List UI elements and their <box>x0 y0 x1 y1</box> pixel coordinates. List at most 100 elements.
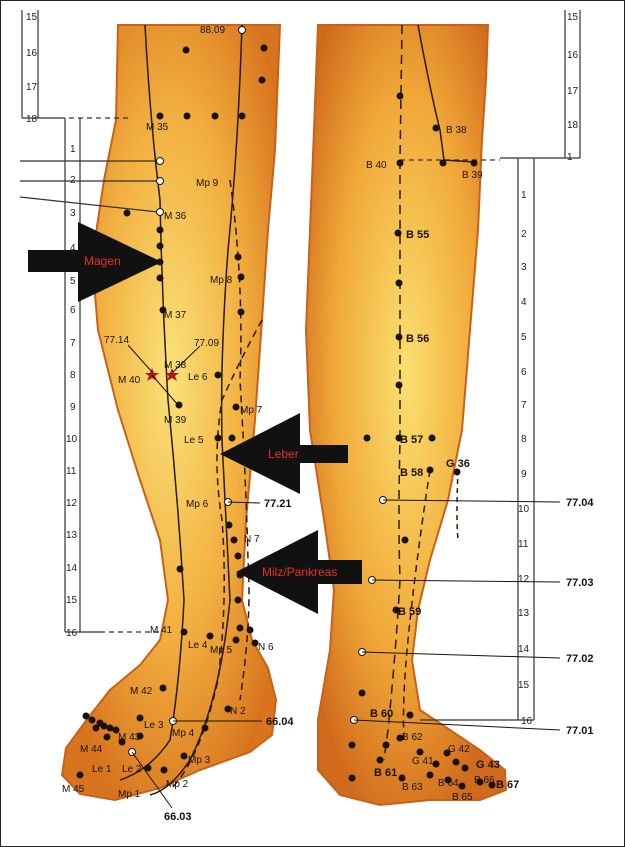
point-label: B 67 <box>496 779 519 791</box>
tick: 18 <box>26 114 38 125</box>
point-label: B 58 <box>400 467 423 479</box>
tick: 15 <box>518 680 530 691</box>
point-label: M 43 <box>118 732 141 743</box>
tick: 17 <box>567 86 579 97</box>
point-label: 77.03 <box>566 577 594 589</box>
tick: 16 <box>26 48 38 59</box>
tick: 1 <box>521 190 527 201</box>
point-label: B 56 <box>406 333 429 345</box>
point-label: M 38 <box>164 360 187 371</box>
point-label: G 36 <box>446 458 470 470</box>
point-label: B 40 <box>366 160 387 171</box>
point-label: 77.14 <box>104 335 129 346</box>
point-label: B 66 <box>474 775 495 786</box>
point-label: B 60 <box>370 708 393 720</box>
tick: 7 <box>70 338 76 349</box>
tick: 9 <box>70 402 76 413</box>
point-label: B 63 <box>402 782 423 793</box>
tick: 13 <box>66 530 78 541</box>
point-label: M 37 <box>164 310 187 321</box>
scale-numbers-left: 15 16 17 18 1 2 3 4 5 6 7 8 9 10 11 12 1… <box>26 12 78 639</box>
point-label: B 59 <box>398 606 421 618</box>
point-label: Mp 6 <box>186 499 209 510</box>
point-label: N 7 <box>244 534 260 545</box>
tick: 1 <box>567 152 573 163</box>
tick: 6 <box>521 367 527 378</box>
tick: 3 <box>521 262 527 273</box>
tick: 12 <box>66 498 78 509</box>
arrow-magen-label: Magen <box>84 254 121 268</box>
tick: 11 <box>66 466 77 477</box>
point-label: B 61 <box>374 767 397 779</box>
tick: 15 <box>567 12 579 23</box>
point-label: M 41 <box>150 625 173 636</box>
point-label: N 2 <box>230 706 246 717</box>
point-label: Le 3 <box>144 720 164 731</box>
point-label: N 6 <box>258 642 274 653</box>
point-label: Le 1 <box>92 764 112 775</box>
scale-numbers-right: 15 16 17 18 1 1 2 3 4 5 6 7 8 9 10 11 12… <box>518 12 579 727</box>
point-label: Mp 9 <box>196 178 219 189</box>
point-label: M 42 <box>130 686 153 697</box>
point-label: Le 4 <box>188 640 208 651</box>
tick: 8 <box>521 434 527 445</box>
tick: 12 <box>518 574 530 585</box>
tick: 17 <box>26 82 38 93</box>
point-label: M 45 <box>62 784 85 795</box>
point-label: 66.03 <box>164 811 192 823</box>
tick: 10 <box>66 434 78 445</box>
point-label: 77.02 <box>566 653 594 665</box>
point-label: 66.04 <box>266 716 294 728</box>
point-label: B 65 <box>452 792 473 803</box>
point-label: Mp 2 <box>166 779 189 790</box>
tick: 16 <box>66 628 78 639</box>
tick: 18 <box>567 120 579 131</box>
point-label: B 64 <box>438 778 459 789</box>
point-label: 77.09 <box>194 338 219 349</box>
point-label: 77.21 <box>264 498 292 510</box>
tick: 11 <box>518 539 529 550</box>
point-label: G 42 <box>448 744 470 755</box>
point-label: Mp 8 <box>210 275 233 286</box>
point-label: M 35 <box>146 122 169 133</box>
point-label: 77.04 <box>566 497 594 509</box>
point-label: Mp 4 <box>172 728 195 739</box>
point-label: G 41 <box>412 756 434 767</box>
point-label: Mp 7 <box>240 405 263 416</box>
tick: 8 <box>70 370 76 381</box>
point-label: Mp 5 <box>210 645 233 656</box>
arrow-leber-label: Leber <box>268 447 299 461</box>
point-label: B 39 <box>462 170 483 181</box>
point-label: 77.01 <box>566 725 594 737</box>
point-label: Le 2 <box>122 764 142 775</box>
tick: 16 <box>567 50 579 61</box>
point-label: 88.09 <box>200 25 225 36</box>
point-label: B 55 <box>406 229 429 241</box>
tick: 2 <box>521 229 527 240</box>
tick: 2 <box>70 175 76 186</box>
point-label: M 39 <box>164 415 187 426</box>
tick: 9 <box>521 469 527 480</box>
tick: 14 <box>518 644 530 655</box>
point-label: Mp 1 <box>118 789 141 800</box>
tick: 3 <box>70 208 76 219</box>
tick: 15 <box>66 595 78 606</box>
tick: 5 <box>521 332 527 343</box>
tick: 6 <box>70 305 76 316</box>
point-label: B 38 <box>446 125 467 136</box>
point-label: M 36 <box>164 211 187 222</box>
tick: 1 <box>70 144 76 155</box>
point-label: M 40 <box>118 375 141 386</box>
tick: 10 <box>518 504 530 515</box>
point-label: B 62 <box>402 732 423 743</box>
tick: 16 <box>521 716 533 727</box>
point-label: M 44 <box>80 744 103 755</box>
tick: 4 <box>521 297 527 308</box>
tick: 14 <box>66 563 78 574</box>
tick: 15 <box>26 12 38 23</box>
point-label: G 43 <box>476 759 500 771</box>
arrow-milz-label: Milz/Pankreas <box>262 565 337 579</box>
right-leg-shape <box>306 25 506 805</box>
tick: 5 <box>70 276 76 287</box>
